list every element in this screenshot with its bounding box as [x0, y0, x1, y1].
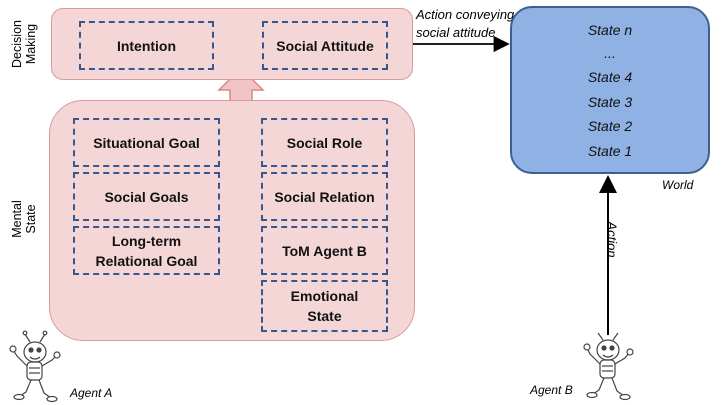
agent-b-label: Agent B: [530, 383, 573, 397]
agent-a-label: Agent A: [70, 386, 113, 400]
state-item: State 4: [587, 69, 633, 85]
social-role-box: Social Role: [261, 118, 388, 167]
world-box: State n ... State 4 State 3 State 2 Stat…: [510, 6, 710, 174]
emotional-state-text: Emotional State: [290, 288, 359, 324]
intention-text: Intention: [116, 37, 177, 54]
state-item: State 1: [587, 143, 633, 159]
world-label: World: [662, 178, 694, 192]
social-attitude-text: Social Attitude: [276, 37, 374, 54]
state-item: State 2: [587, 118, 633, 134]
social-goals-text: Social Goals: [104, 188, 189, 205]
state-item: ...: [604, 45, 616, 61]
social-goals-box: Social Goals: [73, 172, 220, 221]
long-term-relational-goal-box: Long-term Relational Goal: [73, 226, 220, 275]
situational-goal-box: Situational Goal: [73, 118, 220, 167]
social-attitude-box: Social Attitude: [262, 21, 388, 70]
long-term-relational-goal-text: Long-term Relational Goal: [95, 232, 198, 269]
intention-box: Intention: [79, 21, 214, 70]
state-item: State 3: [587, 94, 633, 110]
tom-agent-b-text: ToM Agent B: [282, 242, 367, 259]
social-relation-text: Social Relation: [274, 188, 375, 205]
emotional-state-box: Emotional State: [261, 280, 388, 332]
social-role-text: Social Role: [286, 134, 363, 151]
state-item: State n: [587, 22, 633, 38]
action-conveying-label: Action conveying social attitude: [416, 7, 515, 40]
situational-goal-text: Situational Goal: [93, 134, 200, 151]
tom-agent-b-box: ToM Agent B: [261, 226, 388, 275]
social-relation-box: Social Relation: [261, 172, 388, 221]
